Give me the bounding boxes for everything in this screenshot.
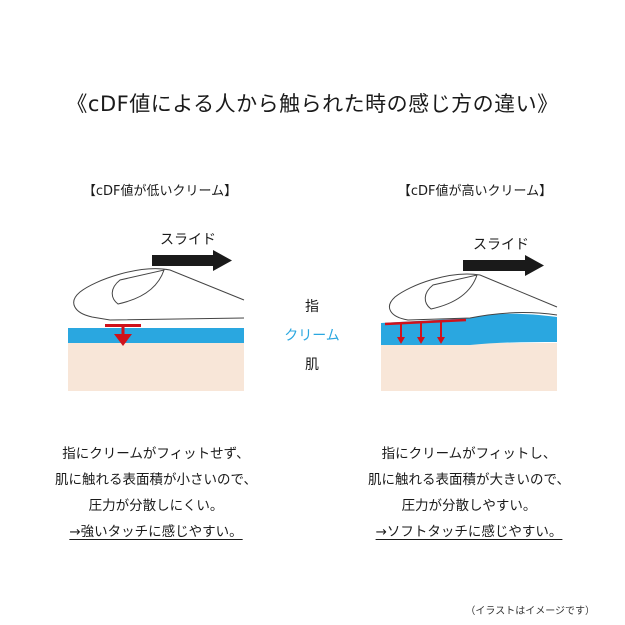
right-illustration [381, 255, 558, 391]
left-description: 指にクリームがフィットせず、 肌に触れる表面積が小さいので、 圧力が分散しにくい… [26, 441, 286, 545]
right-pressure-arrows [397, 322, 445, 344]
left-panel-label: 【cDF値が低いクリーム】 [82, 184, 238, 199]
right-slide-arrow-head [525, 255, 544, 276]
right-slide-label: スライド [473, 237, 529, 253]
left-illustration [68, 250, 245, 391]
right-desc-line: 肌に触れる表面積が大きいので、 [368, 472, 570, 488]
left-desc-line: 指にクリームがフィットせず、 [62, 446, 250, 462]
page-title: 《cDF値による人から触られた時の感じ方の違い》 [66, 92, 559, 116]
left-pressure-bar [105, 324, 141, 327]
left-slide-arrow-body [152, 255, 214, 266]
left-desc-line: 肌に触れる表面積が小さいので、 [55, 472, 257, 488]
left-desc-conclusion: →強いタッチに感じやすい。 [69, 524, 243, 540]
left-skin-layer [68, 343, 244, 391]
left-slide-arrow-head [213, 250, 232, 271]
right-pressure-bar [384, 318, 467, 326]
right-fingernail [424, 274, 478, 310]
left-cream-layer [68, 328, 244, 343]
left-desc-line: 圧力が分散しにくい。 [88, 498, 224, 514]
legend-finger: 指 [305, 299, 319, 315]
left-finger [73, 268, 245, 321]
left-slide-label: スライド [160, 232, 216, 248]
right-skin-layer [381, 343, 557, 391]
right-panel-label: 【cDF値が高いクリーム】 [397, 184, 553, 199]
right-slide-arrow-body [463, 260, 526, 271]
right-desc-conclusion: →ソフトタッチに感じやすい。 [375, 524, 563, 540]
legend-skin: 肌 [305, 357, 319, 373]
right-desc-line: 指にクリームがフィットし、 [381, 446, 557, 462]
right-desc-line: 圧力が分散しやすい。 [401, 498, 537, 514]
right-description: 指にクリームがフィットし、 肌に触れる表面積が大きいので、 圧力が分散しやすい。… [339, 441, 599, 545]
illustration-note: （イラストはイメージです） [465, 606, 595, 617]
right-finger [389, 273, 558, 321]
left-fingernail [111, 269, 165, 305]
left-pressure-arrowhead [114, 334, 132, 346]
legend-cream: クリーム [284, 328, 340, 344]
